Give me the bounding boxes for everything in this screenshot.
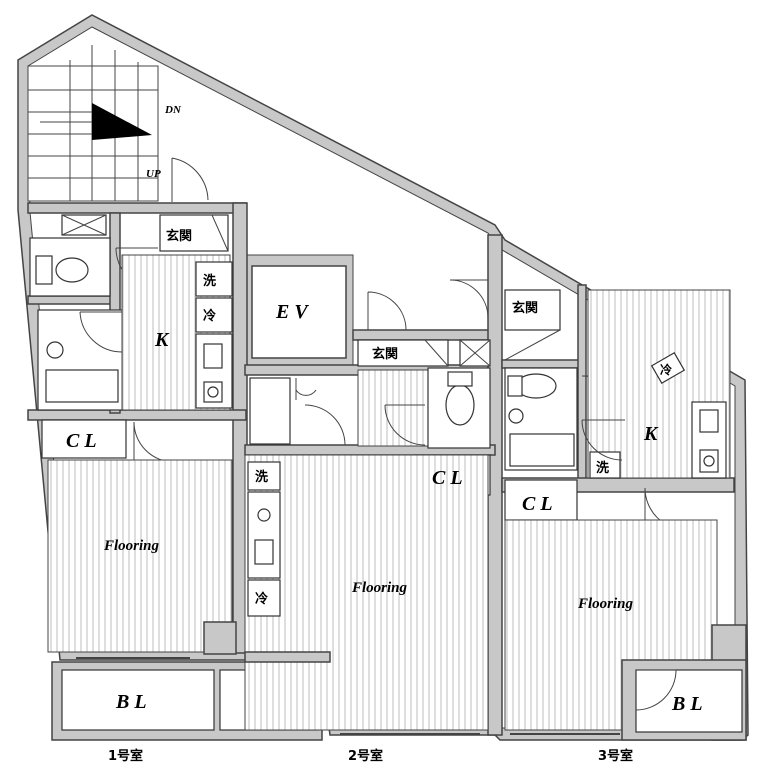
room3-kitchen-label: K [643, 423, 659, 445]
room1-balcony-label-1: B L [115, 691, 147, 713]
room2-corridor-floor [357, 369, 429, 447]
room3-genkan-label: 玄関 [512, 300, 538, 316]
room3-balcony-label: B L [671, 693, 703, 715]
room2-sen-label: 洗 [255, 469, 268, 485]
room1-rei-label: 冷 [203, 308, 216, 324]
elevator-label: E V [275, 301, 309, 323]
room1-closet-label: C L [66, 430, 97, 452]
stair-up-label: UP [146, 168, 161, 180]
room2-genkan-label: 玄関 [372, 346, 398, 362]
room1-caption: 1号室 [108, 748, 143, 764]
room-2 [244, 234, 503, 736]
stair-down-label: DN [164, 104, 182, 116]
room2-closet-label: C L [432, 467, 463, 489]
room3-sen-label: 洗 [596, 460, 609, 476]
stairwell [27, 45, 159, 202]
stair-direction-arrow [92, 103, 152, 140]
room1-kitchen-label: K [154, 329, 170, 351]
room3-flooring-label: Flooring [577, 596, 634, 612]
room2-flooring-label: Flooring [351, 580, 408, 596]
stair-door-swing [171, 157, 209, 202]
room-1 [27, 202, 323, 741]
room3-closet-label: C L [522, 493, 553, 515]
room1-flooring [47, 459, 233, 653]
room3-closet [504, 479, 578, 521]
room1-genkan-label: 玄関 [166, 228, 192, 244]
room3-caption: 3号室 [598, 748, 633, 764]
elevator-car [251, 265, 347, 359]
room1-sen-label: 洗 [203, 273, 216, 289]
room2-rei-label: 冷 [255, 591, 268, 607]
room2-flooring [244, 454, 489, 731]
room2-caption: 2号室 [348, 748, 383, 764]
room3-flooring [504, 519, 718, 731]
room-3 [501, 284, 747, 741]
room3-rei-label: 冷 [660, 362, 672, 377]
room1-closet [41, 419, 127, 459]
room1-flooring-label: Flooring [103, 538, 160, 554]
